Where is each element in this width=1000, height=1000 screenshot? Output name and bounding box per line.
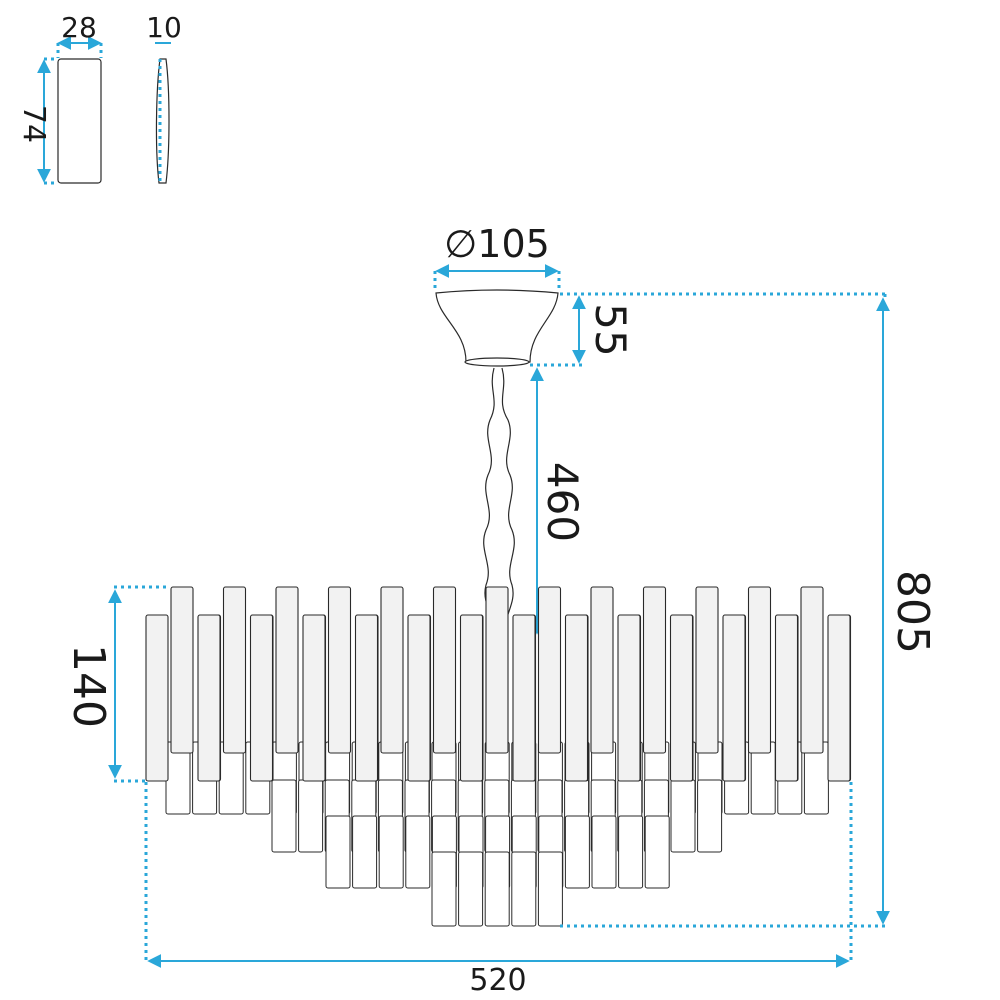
crystal-front bbox=[617, 614, 641, 782]
total-width-label: 520 bbox=[469, 963, 526, 998]
crystal-top bbox=[327, 586, 352, 754]
crystal-top bbox=[800, 586, 824, 754]
crystal-front bbox=[145, 614, 169, 782]
crystal-front bbox=[302, 614, 326, 782]
crystal-tier-2 bbox=[697, 779, 723, 853]
crystal-top bbox=[695, 586, 719, 754]
crystal-tier-3 bbox=[564, 815, 590, 889]
shade-height-group: 140 bbox=[63, 585, 170, 783]
canopy-diameter-group: ∅105 bbox=[433, 222, 561, 292]
crystal-tier-2 bbox=[670, 779, 696, 853]
crystal-top bbox=[170, 586, 194, 754]
crystal-top bbox=[590, 586, 614, 754]
crystal-top bbox=[275, 586, 299, 754]
crystal-detail: 28 10 74 bbox=[16, 11, 182, 185]
crystal-tier-2 bbox=[271, 779, 297, 853]
chain bbox=[483, 367, 515, 626]
shade-height-label: 140 bbox=[63, 644, 114, 728]
crystal-front bbox=[459, 614, 484, 782]
total-width-group: 520 bbox=[144, 782, 853, 998]
crystal-tier-3 bbox=[644, 815, 670, 889]
crystal-top bbox=[222, 586, 247, 754]
crystal-front-view bbox=[57, 58, 102, 184]
crystal-front bbox=[564, 614, 589, 782]
crystal-top bbox=[747, 586, 772, 754]
canopy-height-group: 55 bbox=[530, 292, 885, 367]
crystal-top bbox=[485, 586, 509, 754]
chain-length-group: 460 bbox=[530, 367, 587, 635]
crystal-tier-4 bbox=[511, 851, 537, 927]
total-height-group: 805 bbox=[560, 294, 938, 928]
chain-length-label: 460 bbox=[538, 462, 587, 542]
canopy bbox=[435, 289, 559, 367]
chain-right bbox=[501, 367, 515, 626]
crystal-front bbox=[669, 614, 694, 782]
crystal-tier-3 bbox=[352, 815, 378, 889]
canopy-height-label: 55 bbox=[586, 303, 635, 356]
crystal-tier-4 bbox=[537, 851, 563, 927]
crystal-tier-3 bbox=[591, 815, 617, 889]
crystal-top bbox=[642, 586, 667, 754]
crystal-front bbox=[774, 614, 799, 782]
crystal-tier-4 bbox=[484, 851, 510, 927]
crystal-height-label: 74 bbox=[16, 105, 51, 143]
crystal-tier-4 bbox=[431, 851, 457, 927]
crystal-side-view bbox=[155, 58, 170, 184]
crystal-tier-3 bbox=[618, 815, 644, 889]
crystal-width-label: 28 bbox=[61, 11, 97, 44]
crystal-tier-3 bbox=[405, 815, 431, 889]
crystal-tier-3 bbox=[325, 815, 351, 889]
chain-left bbox=[483, 367, 496, 626]
crystal-front bbox=[722, 614, 746, 782]
crystal-top bbox=[432, 586, 457, 754]
crystal-front bbox=[827, 614, 851, 782]
crystal-front bbox=[512, 614, 536, 782]
crystal-tier-3 bbox=[378, 815, 404, 889]
canopy-body bbox=[435, 289, 559, 366]
crystal-front bbox=[354, 614, 379, 782]
crystal-front bbox=[407, 614, 431, 782]
crystal-top bbox=[380, 586, 404, 754]
total-height-label: 805 bbox=[887, 570, 938, 654]
crystal-top bbox=[537, 586, 562, 754]
crystal-shade bbox=[145, 586, 852, 927]
crystal-front bbox=[249, 614, 274, 782]
crystal-tier-2 bbox=[298, 779, 324, 853]
crystal-thickness-label: 10 bbox=[146, 11, 182, 44]
canopy-diameter-label: ∅105 bbox=[444, 222, 550, 266]
crystal-front bbox=[197, 614, 221, 782]
canopy-base bbox=[464, 357, 530, 367]
crystal-tier-4 bbox=[458, 851, 484, 927]
